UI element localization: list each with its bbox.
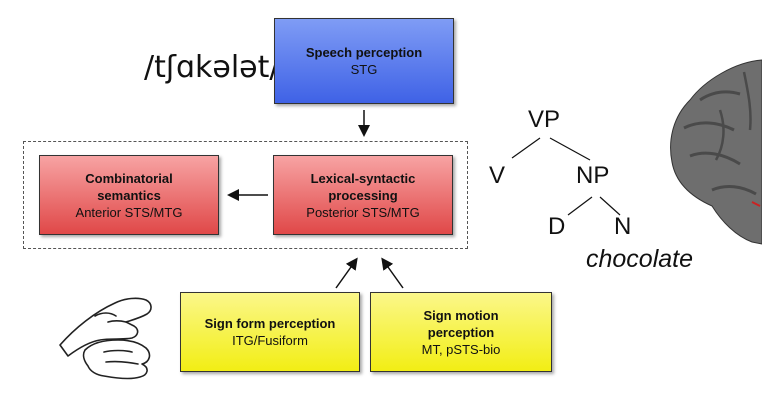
- sign-form-perception-region: ITG/Fusiform: [232, 333, 308, 348]
- phonetic-transcription: /tʃɑkələt/: [144, 50, 280, 85]
- sign-motion-perception-box: Sign motion perception MT, pSTS-bio: [370, 292, 552, 372]
- combinatorial-semantics-box: Combinatorial semantics Anterior STS/MTG: [39, 155, 219, 235]
- combinatorial-semantics-region: Anterior STS/MTG: [75, 204, 183, 220]
- tree-branch-vp-v: [511, 137, 541, 159]
- sign-motion-perception-title: Sign motion perception: [423, 307, 499, 340]
- tree-word-chocolate: chocolate: [586, 245, 694, 273]
- tree-branch-np-n: [599, 196, 621, 216]
- combinatorial-semantics-title: Combinatorial semantics: [85, 170, 173, 203]
- tree-node-np: NP: [576, 162, 610, 189]
- tree-branch-vp-np: [549, 137, 591, 161]
- lexical-syntactic-title: Lexical-syntactic processing: [310, 170, 416, 203]
- tree-node-vp: VP: [528, 106, 561, 133]
- sign-motion-perception-region: MT, pSTS-bio: [421, 341, 501, 357]
- sign-form-perception-box: Sign form perception ITG/Fusiform: [180, 292, 360, 372]
- lexical-syntactic-box: Lexical-syntactic processing Posterior S…: [273, 155, 453, 235]
- arrow-sign-form-to-lexical: [335, 257, 358, 289]
- lexical-syntactic-region: Posterior STS/MTG: [306, 204, 420, 220]
- speech-perception-title: Speech perception: [305, 45, 423, 60]
- speech-perception-box: Speech perception STG: [274, 18, 454, 104]
- arrow-sign-motion-to-lexical: [381, 257, 404, 289]
- brain-icon: [670, 59, 762, 245]
- tree-node-n: N: [614, 213, 632, 240]
- speech-perception-region: STG: [350, 62, 378, 77]
- lexical-semantic-group: [23, 141, 468, 249]
- sign-form-perception-title: Sign form perception: [204, 316, 336, 331]
- tree-node-v: V: [489, 162, 506, 189]
- signing-hands-icon: [59, 297, 152, 380]
- tree-node-d: D: [548, 213, 566, 240]
- tree-branch-np-d: [567, 196, 593, 216]
